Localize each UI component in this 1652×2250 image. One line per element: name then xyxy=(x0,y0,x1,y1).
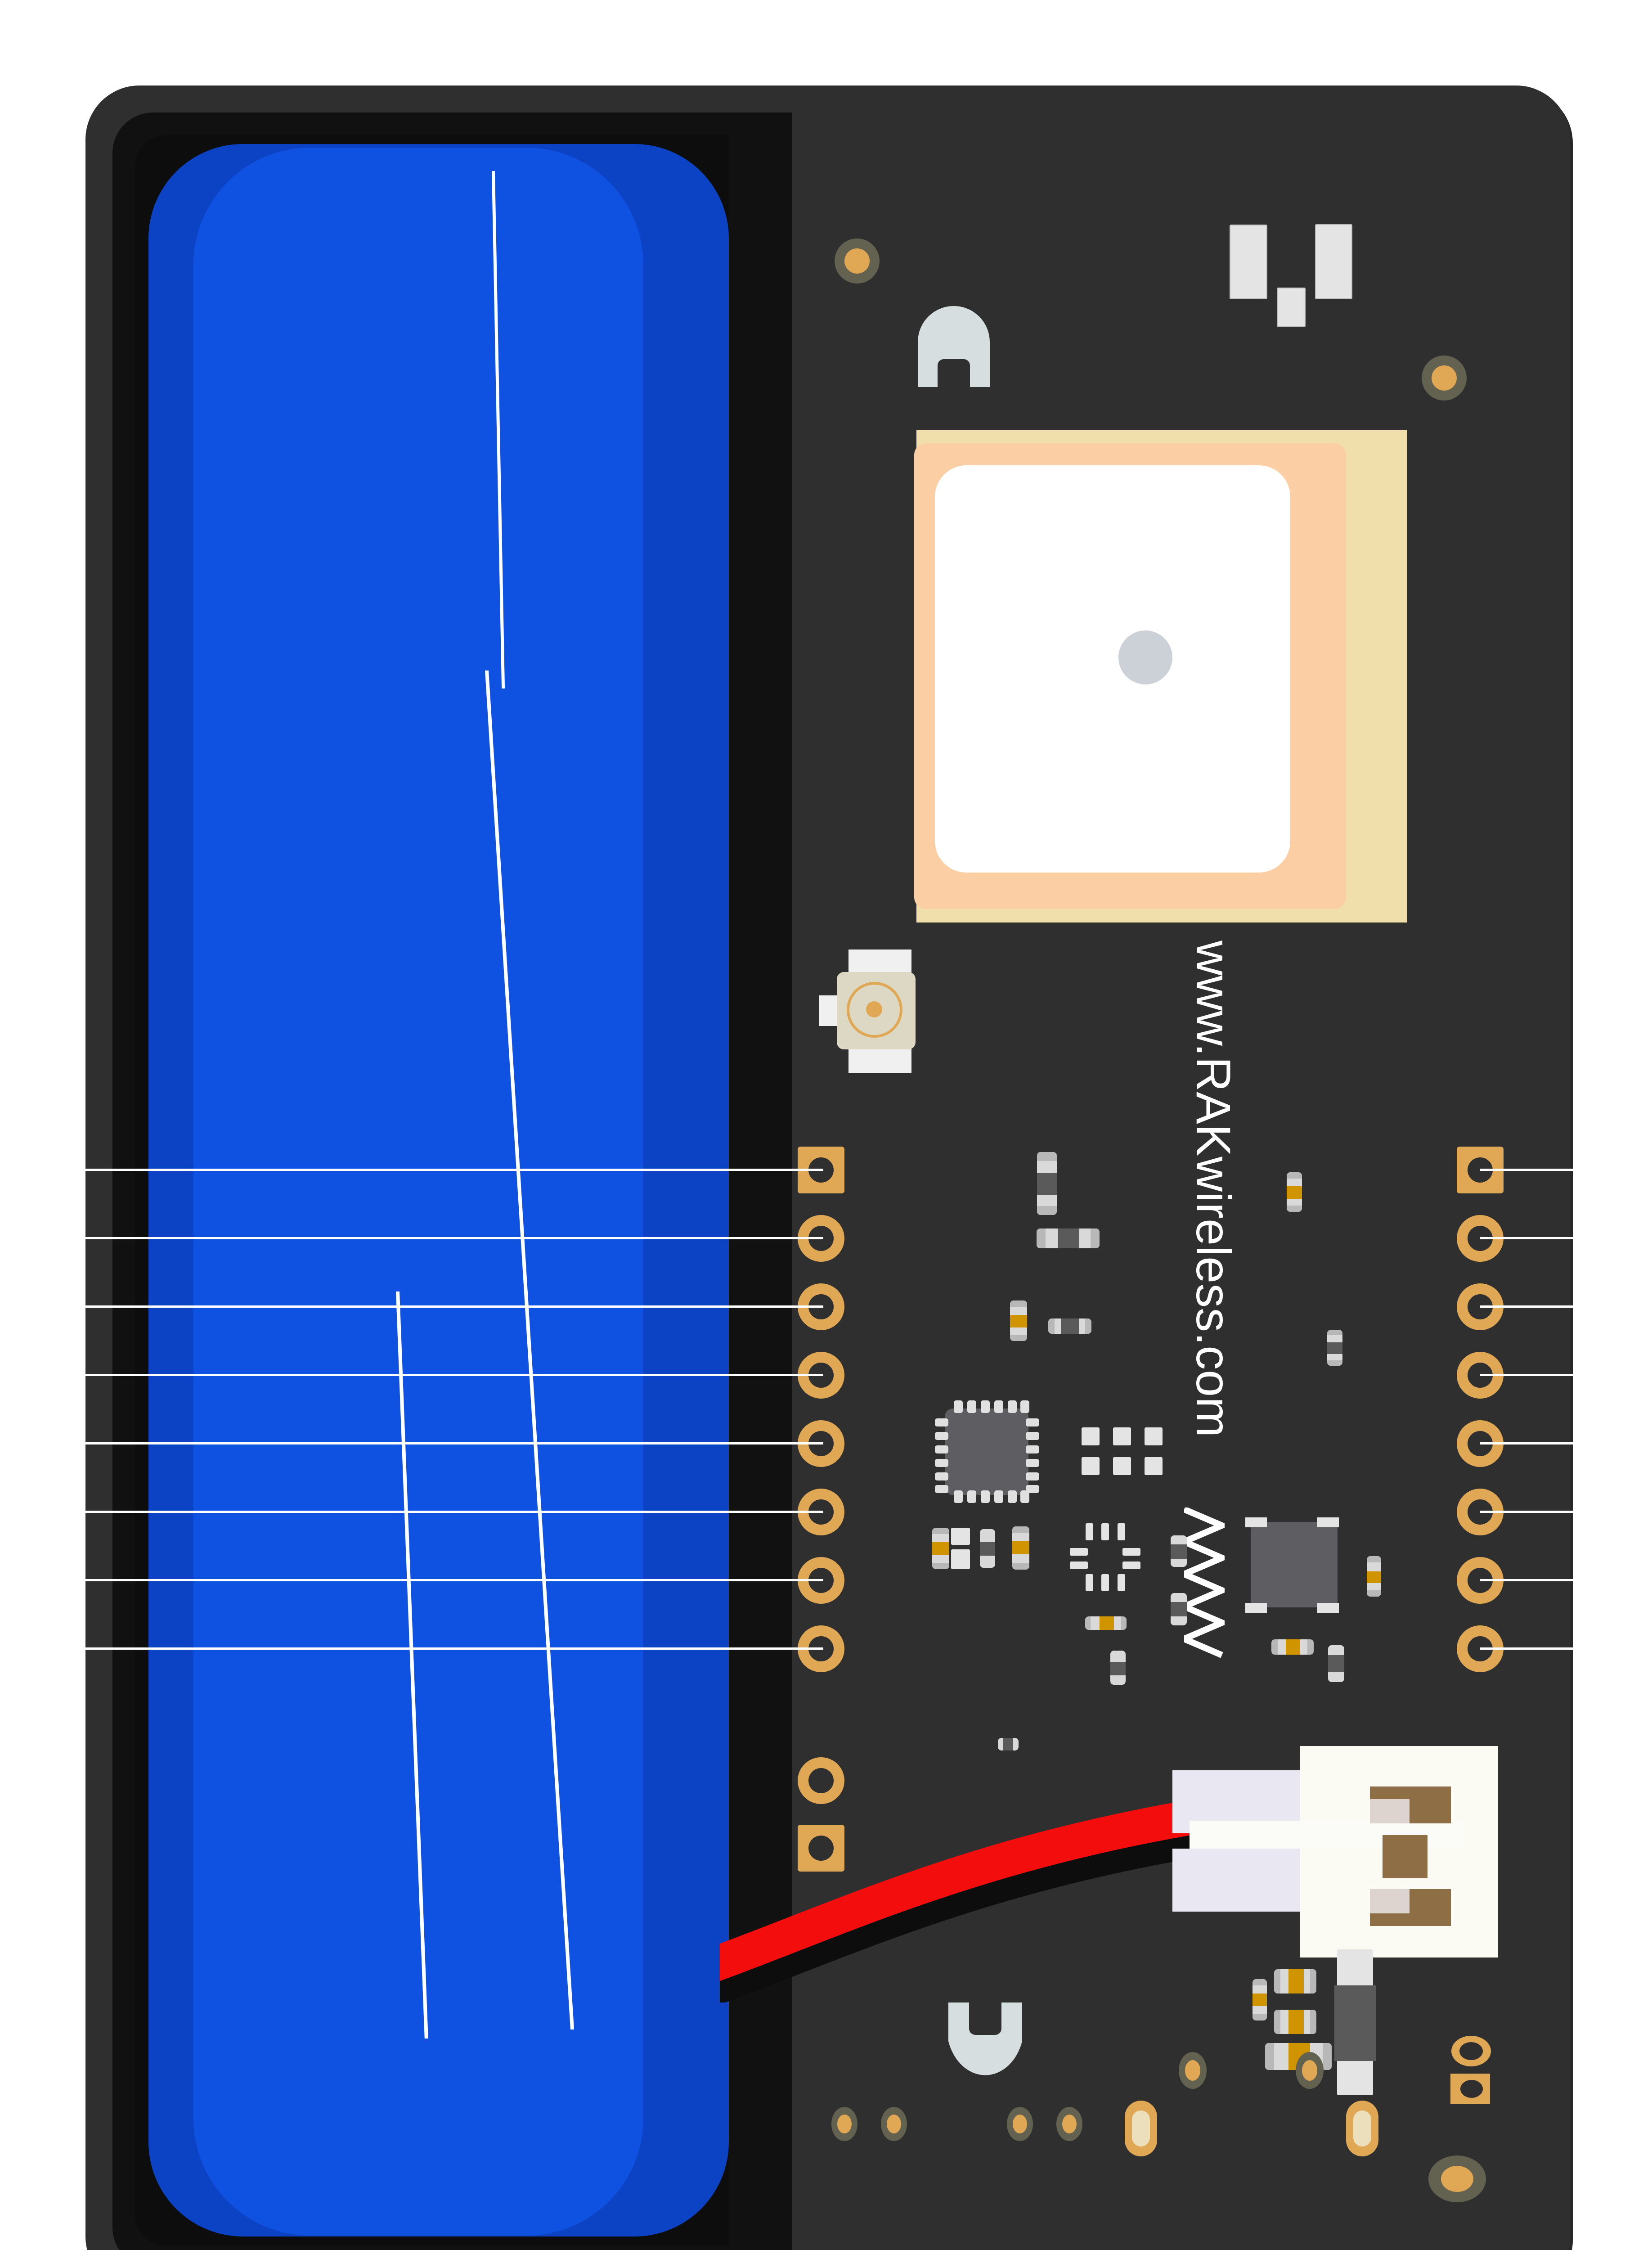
smd-chip-capacitor xyxy=(998,1738,1019,1750)
smd-chip-resistor xyxy=(1085,1616,1127,1630)
left-header-lead xyxy=(85,1169,823,1171)
bottom-small-pad xyxy=(1296,2052,1324,2089)
right-header-lead xyxy=(1480,1237,1615,1239)
bottom-small-pad xyxy=(1179,2052,1207,2089)
bottom-via xyxy=(1056,2107,1082,2141)
smd-chip-resistor xyxy=(1252,1979,1267,2020)
smd-chip-capacitor xyxy=(1171,1593,1187,1625)
smd-pad xyxy=(1145,1427,1163,1445)
ufl-connector-center-pin xyxy=(866,1001,882,1017)
smd-chip-resistor xyxy=(1012,1526,1029,1570)
silk-marker-rect xyxy=(1277,288,1306,327)
smd-chip-resistor xyxy=(1037,1228,1100,1248)
smd-pad xyxy=(1113,1457,1131,1475)
mounting-hole-bottom-right xyxy=(1428,2156,1486,2202)
silk-marker-rect xyxy=(1315,224,1352,299)
left-header-lead xyxy=(85,1579,823,1581)
silk-marker-rect xyxy=(1230,225,1267,299)
smd-pad xyxy=(1113,1427,1131,1445)
crystal-footprint-pad xyxy=(1122,1562,1140,1569)
smd-pad xyxy=(1145,1457,1163,1475)
smd-chip-resistor xyxy=(1048,1318,1091,1334)
battery-highlight xyxy=(193,148,643,2236)
crystal-footprint-pad xyxy=(1122,1548,1140,1556)
smd-chip-capacitor xyxy=(1110,1651,1126,1685)
bottom-oval-pad xyxy=(1346,2101,1378,2156)
crystal-footprint-pad xyxy=(1070,1562,1088,1569)
bottom-right-square-pad xyxy=(1450,2074,1490,2104)
crystal-footprint-pad xyxy=(1070,1548,1088,1556)
inductor-silk-symbol xyxy=(1184,1508,1225,1658)
left-header-lead xyxy=(85,1305,823,1308)
smd-chip-resistor xyxy=(1037,1152,1057,1215)
left-header-pin-9[interactable] xyxy=(798,1757,844,1804)
crystal-footprint-pad xyxy=(1118,1523,1125,1540)
smd-pad xyxy=(1082,1457,1100,1475)
crystal-footprint-pad xyxy=(1101,1574,1109,1591)
smd-chip-capacitor xyxy=(980,1529,995,1568)
bottom-via xyxy=(1007,2107,1033,2141)
mounting-hole-top-right xyxy=(1422,356,1467,400)
bottom-via xyxy=(831,2107,857,2141)
right-header-lead xyxy=(1480,1374,1615,1376)
negative-wire xyxy=(720,1814,1253,2002)
right-header-lead xyxy=(1480,1511,1615,1513)
right-header-lead xyxy=(1480,1579,1615,1581)
smd-chip-resistor xyxy=(1327,1330,1342,1366)
ufl-connector-ring xyxy=(847,982,902,1038)
crystal-footprint-pad xyxy=(1086,1574,1093,1591)
mounting-hole-top-left xyxy=(835,238,880,284)
right-header-lead xyxy=(1480,1647,1615,1650)
gps-antenna-patch xyxy=(935,465,1290,873)
smd-chip-capacitor xyxy=(1171,1535,1187,1567)
bottom-via xyxy=(881,2107,907,2141)
crystal-footprint-pad xyxy=(1101,1523,1109,1540)
smd-chip-resistor xyxy=(1274,2010,1316,2034)
smd-chip-resistor xyxy=(1010,1300,1027,1341)
smd-pad xyxy=(951,1549,970,1569)
left-header-pin-10[interactable] xyxy=(798,1825,844,1872)
battery-compartment-edge xyxy=(729,112,792,2250)
left-header-lead xyxy=(85,1511,823,1513)
left-header-lead xyxy=(85,1374,823,1376)
smd-chip-capacitor xyxy=(1328,1645,1344,1682)
right-header-lead xyxy=(1480,1169,1615,1171)
crystal-footprint-pad xyxy=(1086,1523,1093,1540)
smd-chip-resistor xyxy=(1271,1639,1314,1655)
board-edge-clip-bottom xyxy=(948,2002,1022,2075)
bottom-oval-pad xyxy=(1125,2101,1157,2156)
smd-chip-resistor xyxy=(1287,1172,1302,1212)
smd-chip-resistor xyxy=(1274,1969,1316,1994)
smd-chip-resistor xyxy=(1367,1556,1381,1597)
crystal-footprint-pad xyxy=(1118,1574,1125,1591)
smd-chip-resistor xyxy=(932,1528,949,1569)
left-header-lead xyxy=(85,1442,823,1444)
silkscreen-url: www.RAKwireless.com xyxy=(1186,940,1241,1438)
bottom-right-round-pad xyxy=(1451,2036,1491,2066)
right-header-lead xyxy=(1480,1305,1615,1308)
board-edge-clip-top xyxy=(918,306,990,387)
left-header-lead xyxy=(85,1237,823,1239)
positive-wire xyxy=(720,1791,1253,1981)
smd-pad xyxy=(951,1528,970,1545)
gps-antenna-feed-point xyxy=(1118,630,1172,684)
left-header-lead xyxy=(85,1647,823,1650)
smd-pad xyxy=(1082,1427,1100,1445)
right-header-lead xyxy=(1480,1442,1615,1444)
battery-wire-group xyxy=(720,1791,1253,2002)
